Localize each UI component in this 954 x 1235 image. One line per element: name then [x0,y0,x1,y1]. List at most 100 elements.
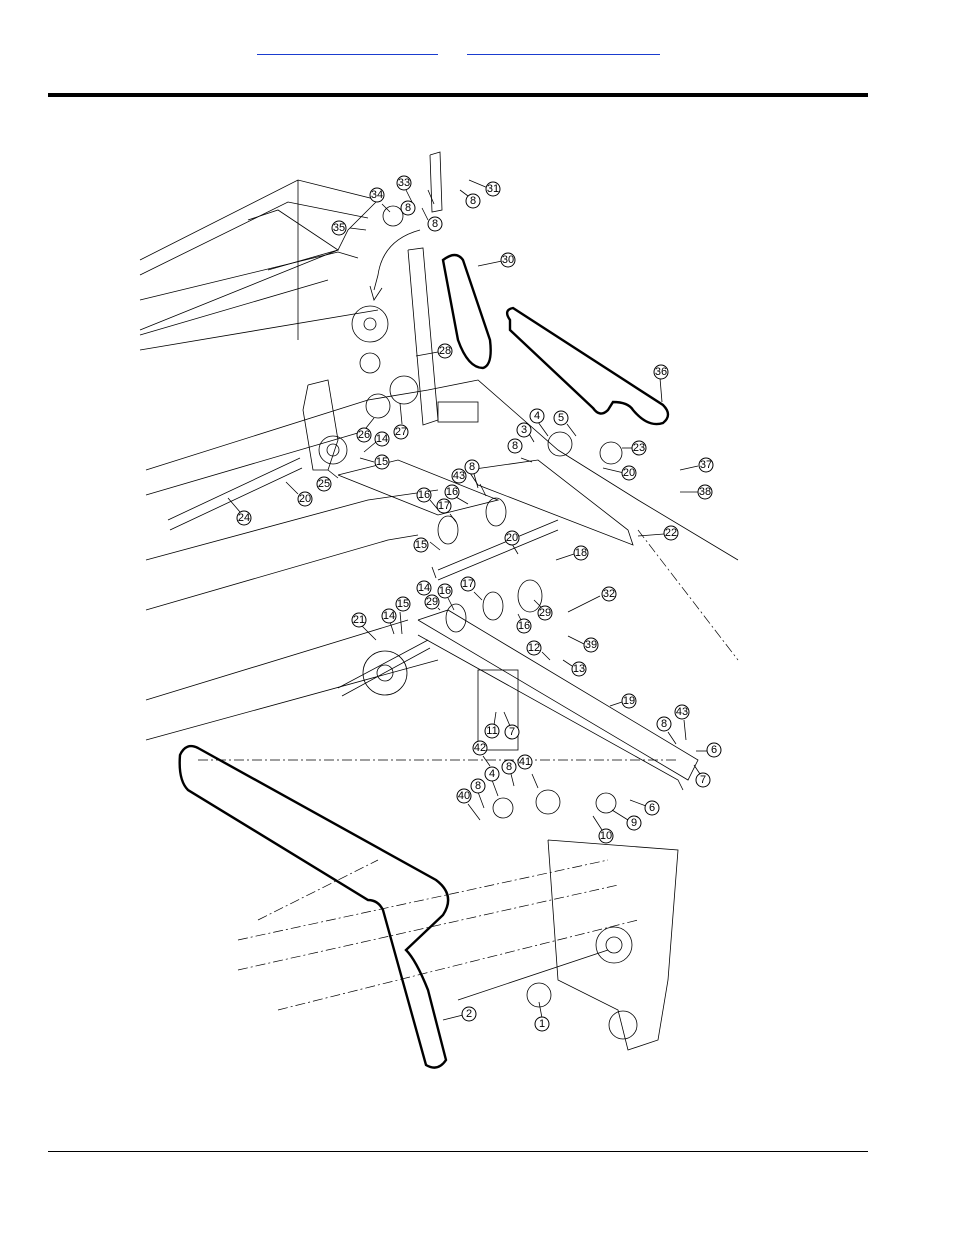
callout-23: 23 [631,440,647,456]
svg-text:11: 11 [486,725,497,737]
callout-25: 25 [316,476,332,492]
svg-text:6: 6 [711,744,717,756]
callout-8c: 8 [507,438,523,454]
side-plate [302,379,348,471]
svg-text:16: 16 [446,486,458,498]
callout-12: 12 [526,640,542,656]
callout-14b: 14 [416,580,432,596]
callout-15c: 15 [395,596,411,612]
sprockets [351,205,623,1008]
assembly-arrow [369,229,421,301]
svg-text:20: 20 [623,467,635,479]
callout-20b: 20 [297,491,313,507]
svg-text:4: 4 [489,768,495,780]
svg-text:31: 31 [487,183,499,195]
svg-text:12: 12 [528,642,540,654]
footer-rule [48,1151,868,1152]
svg-text:43: 43 [453,470,465,482]
callout-41: 41 [517,754,533,770]
svg-text:6: 6 [649,802,655,814]
callout-8d: 8 [464,459,480,475]
svg-text:20: 20 [506,532,518,544]
chain-36 [505,306,670,426]
callout-8f: 8 [470,778,486,794]
svg-text:27: 27 [395,426,407,438]
svg-text:13: 13 [573,663,585,675]
svg-text:17: 17 [438,500,450,512]
callout-21: 21 [351,612,367,628]
callout-15b: 15 [413,537,429,553]
callout-39: 39 [583,637,599,653]
svg-text:8: 8 [469,461,475,473]
nav-link-2[interactable] [467,40,660,55]
callout-4b: 4 [484,766,500,782]
callout-10: 10 [598,828,614,844]
svg-text:38: 38 [699,486,711,498]
callout-14c: 14 [381,608,397,624]
callout-40: 40 [456,788,472,804]
svg-text:35: 35 [333,222,345,234]
svg-text:8: 8 [475,780,481,792]
header-rule [48,93,868,97]
svg-text:26: 26 [358,429,370,441]
angle-bar [417,609,699,791]
callout-29a: 29 [424,594,440,610]
svg-text:5: 5 [558,412,564,424]
callout-13: 13 [571,661,587,677]
svg-text:8: 8 [470,195,476,207]
svg-text:4: 4 [534,410,540,422]
svg-text:8: 8 [506,761,512,773]
callout-1: 1 [534,1016,550,1032]
svg-text:8: 8 [405,202,411,214]
svg-text:20: 20 [299,493,311,505]
chain-30 [441,253,492,370]
callout-8g: 8 [656,716,672,732]
callout-32: 32 [601,586,617,602]
svg-text:8: 8 [512,440,518,452]
svg-text:14: 14 [376,433,388,445]
svg-text:41: 41 [519,756,531,768]
bearings [437,497,559,633]
mount-plate [337,459,634,546]
exploded-view-drawing: 1 2 3 4 4 5 6 6 7 7 8 8 8 8 [139,151,739,1069]
svg-text:40: 40 [458,790,470,802]
callout-16b: 16 [444,484,460,500]
drive-chains [178,253,670,1069]
callout-8a: 8 [427,216,443,232]
callout-33: 33 [396,175,412,191]
svg-text:28: 28 [439,345,451,357]
svg-text:7: 7 [509,726,515,738]
svg-text:3: 3 [521,424,527,436]
callout-17a: 17 [436,498,452,514]
svg-text:16: 16 [439,585,451,597]
svg-text:43: 43 [676,706,688,718]
svg-text:15: 15 [397,598,409,610]
callout-18: 18 [573,545,589,561]
svg-text:22: 22 [665,527,677,539]
svg-text:29: 29 [539,607,551,619]
svg-text:24: 24 [238,512,250,524]
callout-35: 35 [331,220,347,236]
callout-19: 19 [621,693,637,709]
svg-text:7: 7 [700,774,706,786]
svg-text:32: 32 [603,588,615,600]
callout-16a: 16 [416,487,432,503]
callout-4a: 4 [529,408,545,424]
callout-26: 26 [356,427,372,443]
svg-text:23: 23 [633,442,645,454]
callout-11: 11 [484,723,500,739]
callout-42: 42 [472,740,488,756]
callout-38: 38 [697,484,713,500]
callout-17b: 17 [460,576,476,592]
svg-text:8: 8 [432,218,438,230]
parts-diagram: 1 2 3 4 4 5 6 6 7 7 8 8 8 8 [138,140,742,1078]
callout-8e: 8 [501,759,517,775]
svg-text:33: 33 [398,177,410,189]
callout-29b: 29 [537,605,553,621]
callout-16c: 16 [437,583,453,599]
svg-text:18: 18 [575,547,587,559]
mount-bracket [407,151,479,426]
callout-16d: 16 [516,618,532,634]
svg-text:9: 9 [631,817,637,829]
nav-link-1[interactable] [257,40,438,55]
